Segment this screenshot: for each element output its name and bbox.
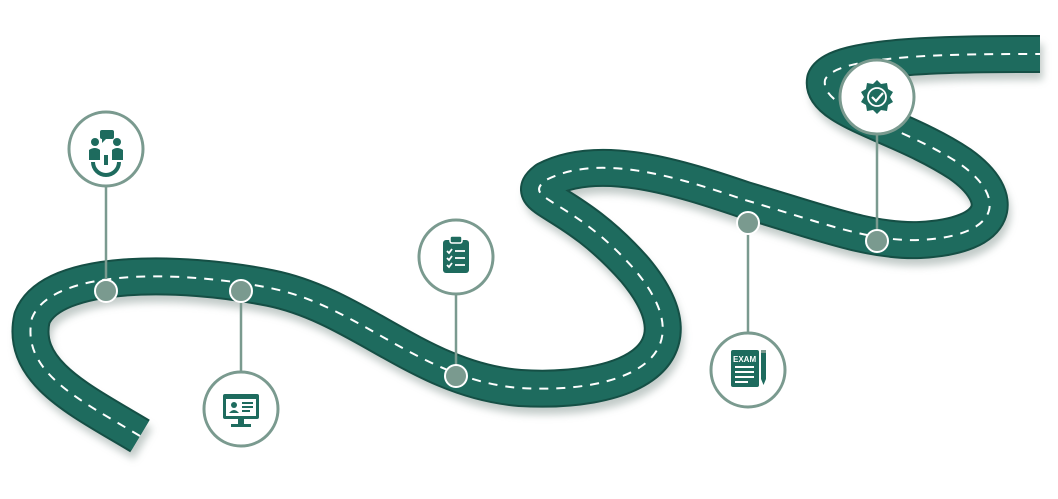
milestone-badge-checklist bbox=[417, 218, 495, 296]
milestone-badge-online-profile bbox=[202, 370, 280, 448]
milestone-badge-exam: EXAM bbox=[709, 331, 787, 409]
road-nodes bbox=[94, 211, 889, 388]
milestone-badge-certified bbox=[838, 58, 916, 136]
milestone-node bbox=[94, 279, 118, 303]
road bbox=[11, 35, 1044, 460]
verified-badge-icon bbox=[861, 80, 893, 114]
lane-marking bbox=[29, 53, 1041, 437]
milestone-node bbox=[229, 279, 253, 303]
milestone-node bbox=[444, 364, 468, 388]
team-meeting-icon bbox=[89, 130, 123, 177]
connectors bbox=[104, 134, 879, 376]
exam-paper-icon: EXAM bbox=[731, 350, 766, 387]
milestone-node bbox=[736, 211, 760, 235]
milestone-node bbox=[865, 229, 889, 253]
clipboard-checklist-icon bbox=[443, 235, 469, 273]
exam-icon-text: EXAM bbox=[733, 355, 756, 364]
computer-profile-icon bbox=[223, 394, 259, 427]
milestone-badge-interview bbox=[67, 110, 145, 188]
